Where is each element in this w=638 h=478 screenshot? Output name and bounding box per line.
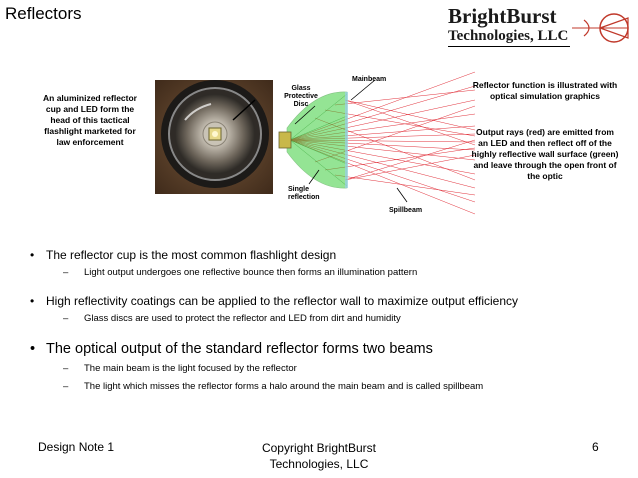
slide-title: Reflectors xyxy=(5,4,82,23)
label-mainbeam: Mainbeam xyxy=(352,76,387,83)
bullet-list: The reflector cup is the most common fla… xyxy=(30,248,620,394)
label-glass-disc: Glass Protective Disc xyxy=(284,85,318,109)
company-logo: BrightBurst Technologies, LLC xyxy=(448,4,633,48)
logo-name: BrightBurst xyxy=(448,4,557,28)
sub-bullet-item: The light which misses the reflector for… xyxy=(30,380,620,394)
optical-simulation xyxy=(278,71,475,215)
footer-copyright: Copyright BrightBurst Technologies, LLC xyxy=(261,441,377,471)
bullet-item: The reflector cup is the most common fla… xyxy=(30,248,620,262)
sub-bullet-item: Light output undergoes one reflective bo… xyxy=(30,266,620,280)
logo-underline xyxy=(448,46,570,47)
sub-bullet-item: The main beam is the light focused by th… xyxy=(30,362,620,376)
flashlight-logo-icon xyxy=(572,13,629,43)
logo-subtitle: Technologies, LLC xyxy=(448,28,569,44)
glass-disc xyxy=(345,92,348,188)
bullet-item: The optical output of the standard refle… xyxy=(30,340,620,358)
page-number: 6 xyxy=(592,440,599,454)
led xyxy=(278,131,292,149)
flashlight-head-photo xyxy=(155,80,273,194)
sub-bullet-item: Glass discs are used to protect the refl… xyxy=(30,312,620,326)
photo-caption: An aluminized reflector cup and LED form… xyxy=(43,93,137,147)
caption-simulation: Reflector function is illustrated with o… xyxy=(472,80,618,101)
label-single-reflection: Single reflection xyxy=(288,186,320,202)
bullet-item: High reflectivity coatings can be applie… xyxy=(30,294,620,308)
footer-left: Design Note 1 xyxy=(38,440,115,454)
caption-rays: Output rays (red) are emitted from an LE… xyxy=(471,127,619,181)
label-spillbeam: Spillbeam xyxy=(389,207,423,214)
